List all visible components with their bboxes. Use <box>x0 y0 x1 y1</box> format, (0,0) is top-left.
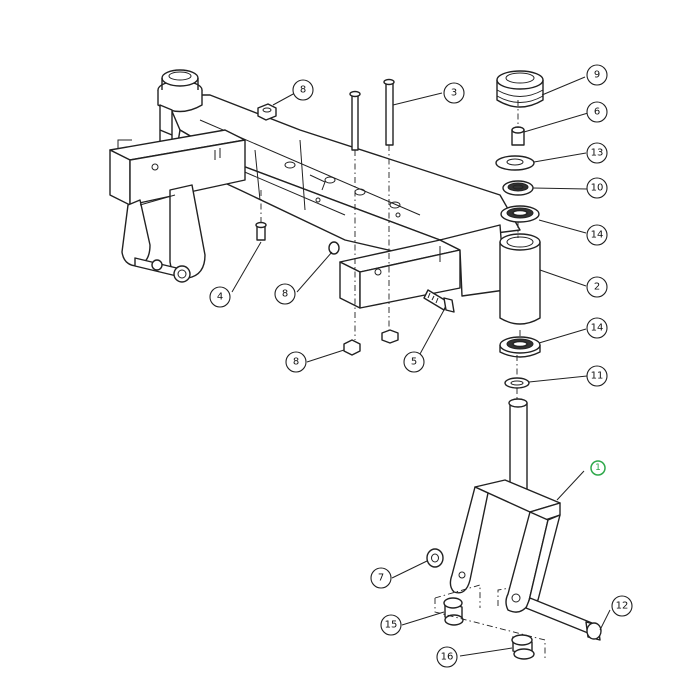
callout-c4: 4 <box>209 286 231 308</box>
callout-circle <box>586 101 608 123</box>
callout-circle <box>586 177 608 199</box>
callout-c16: 16 <box>436 646 458 668</box>
callout-c15: 15 <box>380 614 402 636</box>
callout-circle <box>285 351 307 373</box>
callout-circle <box>274 283 296 305</box>
callout-label: 4 <box>217 292 223 303</box>
callout-c14b: 14 <box>586 317 608 339</box>
callout-circle <box>292 79 314 101</box>
callout-circle <box>403 351 425 373</box>
callout-circle <box>586 64 608 86</box>
callout-circle <box>586 142 608 164</box>
callout-label: 3 <box>451 88 457 99</box>
leader-lines <box>231 76 611 657</box>
callout-circle <box>611 595 633 617</box>
callout-label: 6 <box>594 107 600 118</box>
callout-label: 14 <box>591 230 604 241</box>
callout-c9: 9 <box>586 64 608 86</box>
lower-hardware <box>426 548 602 660</box>
callout-label: 8 <box>293 357 299 368</box>
callout-c8a: 8 <box>292 79 314 101</box>
callout-bubbles: 9 8 3 6 13 10 14 2 4 8 14 11 8 5 1 7 12 15 16 <box>209 64 633 668</box>
callout-circle <box>436 646 458 668</box>
callout-c14a: 14 <box>586 224 608 246</box>
callout-circle <box>370 567 392 589</box>
lower-bearing-stack <box>499 336 541 389</box>
callout-circle <box>586 224 608 246</box>
callout-c13: 13 <box>586 142 608 164</box>
callout-label: 12 <box>616 601 629 612</box>
callout-label: 15 <box>385 620 398 631</box>
callout-c11: 11 <box>586 365 608 387</box>
callout-label: 13 <box>591 148 604 159</box>
callout-label: 10 <box>591 183 604 194</box>
callout-c7: 7 <box>370 567 392 589</box>
callout-label: 7 <box>378 573 384 584</box>
callout-circle <box>586 317 608 339</box>
callout-c8c: 8 <box>285 351 307 373</box>
left-hanger-bracket <box>121 184 206 283</box>
callout-circle <box>209 286 231 308</box>
callout-label: 8 <box>282 289 288 300</box>
callout-c12: 12 <box>611 595 633 617</box>
callout-circle <box>380 614 402 636</box>
callout-label: 9 <box>594 70 600 81</box>
callout-c1: 1 <box>590 460 606 476</box>
callout-c3: 3 <box>443 82 465 104</box>
callout-circle <box>590 460 606 476</box>
callout-c2: 2 <box>586 276 608 298</box>
callout-circle <box>586 276 608 298</box>
callout-circle <box>443 82 465 104</box>
callout-label: 5 <box>411 357 417 368</box>
callout-label: 8 <box>300 85 306 96</box>
callout-label: 14 <box>591 323 604 334</box>
callout-label: 1 <box>595 463 601 473</box>
caster-fork <box>449 398 561 613</box>
left-tube-arm <box>109 129 246 206</box>
spindle-tube <box>499 233 541 325</box>
callout-c8b: 8 <box>274 283 296 305</box>
callout-circle <box>586 365 608 387</box>
callout-c6: 6 <box>586 101 608 123</box>
callout-label: 11 <box>591 371 604 382</box>
callout-c10: 10 <box>586 177 608 199</box>
top-hardware-stack <box>495 70 544 223</box>
callout-label: 16 <box>441 652 454 663</box>
right-tube-arm <box>339 224 506 309</box>
carriage-bolts <box>255 78 521 400</box>
callout-label: 2 <box>594 282 600 293</box>
callout-c5: 5 <box>403 351 425 373</box>
